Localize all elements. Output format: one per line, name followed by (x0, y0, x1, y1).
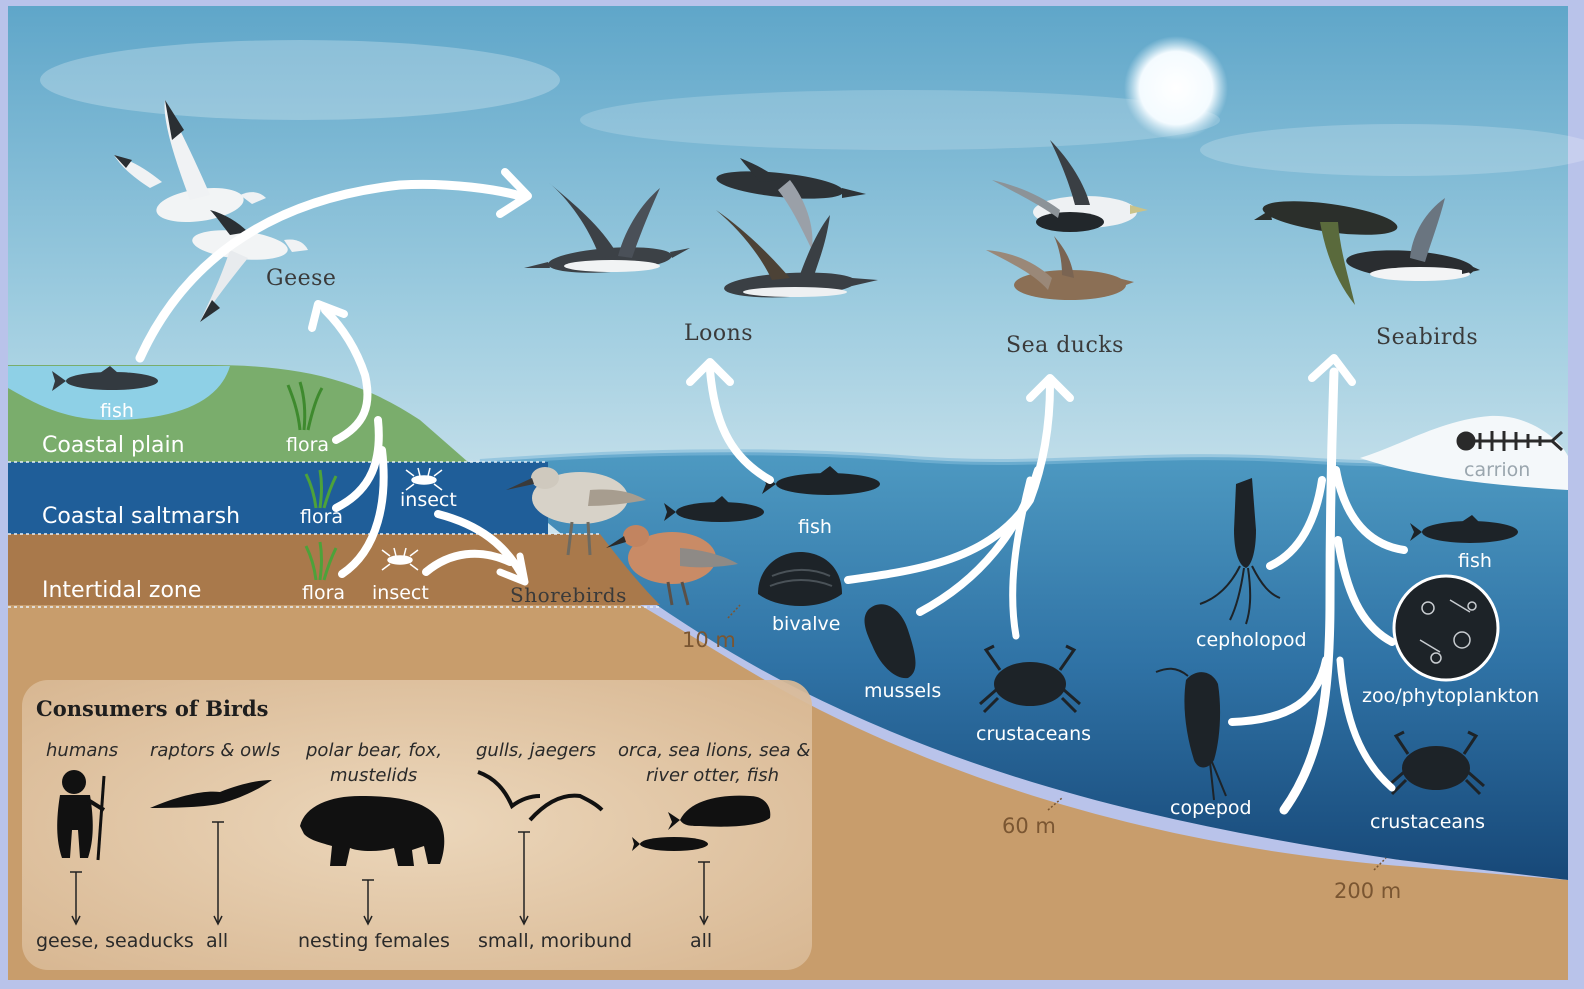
predator-orca-line2: river otter, fish (646, 765, 779, 786)
prey-orca: all (690, 930, 712, 952)
prey-humans: geese, seaducks (36, 930, 194, 952)
label-plankton: zoo/phytoplankton (1362, 685, 1539, 707)
depth-200m: 200 m (1334, 879, 1401, 903)
label-carrion: carrion (1464, 459, 1530, 481)
label-mussels: mussels (864, 680, 941, 702)
label-crustaceans-seabirds: crustaceans (1370, 811, 1485, 833)
label-copepod: copepod (1170, 797, 1252, 819)
label-fish-loons: fish (798, 516, 832, 538)
label-seabirds: Seabirds (1376, 325, 1478, 350)
prey-gulls: small, moribund (478, 930, 632, 952)
label-intertidal-zone: Intertidal zone (42, 578, 201, 603)
predator-humans: humans (46, 740, 118, 761)
cloud (1200, 124, 1584, 176)
label-insect-intertidal: insect (372, 582, 429, 604)
label-flora-saltmarsh: flora (300, 506, 343, 528)
label-bivalve: bivalve (772, 613, 840, 635)
plankton-icon (1394, 576, 1498, 680)
consumers-title: Consumers of Birds (36, 696, 269, 721)
label-crustaceans-ducks: crustaceans (976, 723, 1091, 745)
sun (1124, 36, 1228, 140)
label-coastal-saltmarsh: Coastal saltmarsh (42, 504, 240, 529)
label-fish-seabirds: fish (1458, 550, 1492, 572)
predator-orca-line1: orca, sea lions, sea & (618, 740, 810, 761)
label-flora-plain: flora (286, 434, 329, 456)
label-loons: Loons (684, 321, 753, 346)
label-flora-intertidal: flora (302, 582, 345, 604)
label-coastal-plain: Coastal plain (42, 433, 185, 458)
label-sea-ducks: Sea ducks (1006, 333, 1124, 358)
label-fish-plain: fish (100, 400, 134, 422)
predator-bear-line1: polar bear, fox, (305, 740, 442, 761)
label-insect-saltmarsh: insect (400, 489, 457, 511)
cloud (40, 40, 560, 120)
cloud (580, 90, 1220, 150)
label-shorebirds: Shorebirds (510, 583, 627, 607)
consumers-panel: Consumers of Birds humans raptors & owls… (22, 680, 812, 970)
predator-bear-line2: mustelids (330, 765, 417, 786)
label-cephalopod: cepholopod (1196, 629, 1307, 651)
prey-bear: nesting females (298, 930, 450, 952)
depth-60m: 60 m (1002, 814, 1056, 838)
predator-gulls: gulls, jaegers (476, 740, 596, 761)
label-geese: Geese (266, 266, 336, 291)
prey-raptors: all (206, 930, 228, 952)
predator-raptors: raptors & owls (150, 740, 280, 761)
depth-10m: 10 m (682, 628, 736, 652)
